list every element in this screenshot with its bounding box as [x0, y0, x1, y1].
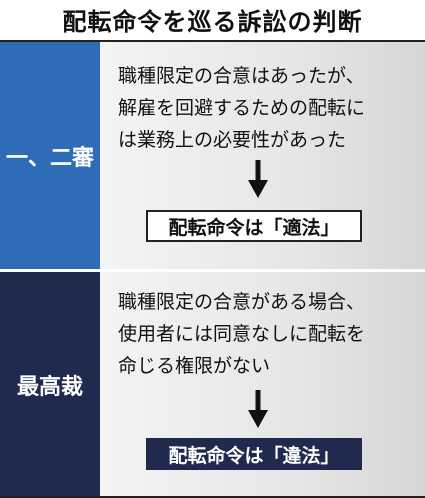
row-content-lower-courts: 職種限定の合意はあったが、 解雇を回避するための配転に は業務上の必要性があった…	[100, 42, 425, 270]
diagram-title: 配転命令を巡る訴訟の判断	[62, 7, 363, 36]
bottom-border	[0, 496, 425, 498]
row-label-lower-courts: 一、二審	[0, 42, 100, 270]
result-badge-unlawful: 配転命令は「違法」	[146, 438, 362, 470]
diagram-frame	[0, 40, 425, 498]
row-description-supreme-court: 職種限定の合意がある場合、 使用者には同意なしに配転を 命じる権限がない	[118, 291, 366, 377]
row-label-supreme-court: 最高裁	[0, 272, 100, 498]
result-badge-lawful: 配転命令は「適法」	[146, 210, 362, 242]
row-supreme-court: 最高裁 職種限定の合意がある場合、 使用者には同意なしに配転を 命じる権限がない…	[0, 272, 425, 498]
arrow-down-icon	[248, 160, 268, 198]
row-content-supreme-court: 職種限定の合意がある場合、 使用者には同意なしに配転を 命じる権限がない 配転命…	[100, 272, 425, 498]
row-lower-courts: 一、二審 職種限定の合意はあったが、 解雇を回避するための配転に は業務上の必要…	[0, 42, 425, 270]
arrow-down-icon	[248, 390, 268, 428]
row-divider	[0, 269, 425, 272]
row-description-lower-courts: 職種限定の合意はあったが、 解雇を回避するための配転に は業務上の必要性があった	[118, 65, 366, 151]
